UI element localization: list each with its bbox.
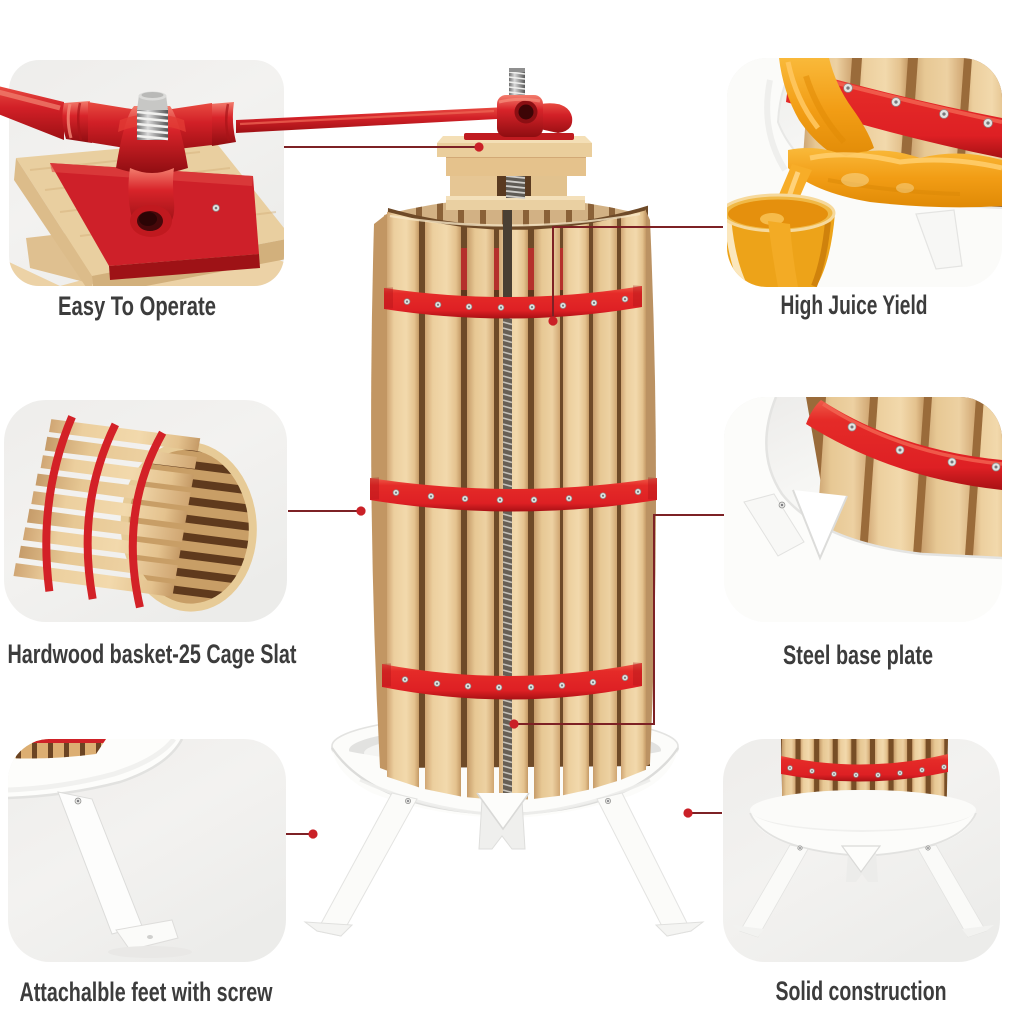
svg-text:High Juice Yield: High Juice Yield bbox=[781, 290, 928, 320]
svg-text:Easy To Operate: Easy To Operate bbox=[58, 291, 216, 321]
svg-text:Hardwood basket-25 Cage Slat: Hardwood basket-25 Cage Slat bbox=[8, 639, 297, 669]
svg-text:Steel base plate: Steel base plate bbox=[783, 640, 933, 670]
svg-text:Solid construction: Solid construction bbox=[776, 976, 947, 1006]
svg-text:Attachalble feet with screw: Attachalble feet with screw bbox=[20, 977, 274, 1007]
